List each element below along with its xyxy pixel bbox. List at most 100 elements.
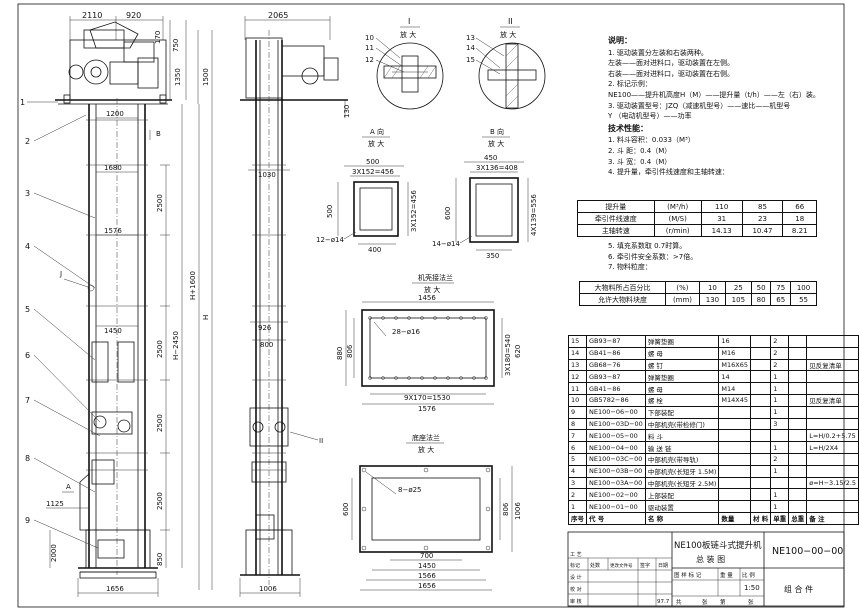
section-a-view: A 向 放 大 500 3X152=456 500 3X152=456 400 …	[316, 127, 418, 254]
section-a-dim-3x152-right: 3X152=456	[410, 190, 418, 232]
detail-i-title: I	[408, 17, 410, 26]
table-cell	[788, 476, 808, 490]
title-role-process: 工 艺	[570, 552, 582, 558]
dim-130: 130	[343, 105, 351, 118]
title-col-marks: 图 样 标 记	[674, 571, 702, 579]
label-9: 9	[25, 516, 30, 525]
section-a-dim-500-left: 500	[326, 205, 334, 218]
section-a-holes: 12−ø14	[316, 236, 345, 244]
table-cell: GB41−86	[586, 346, 646, 360]
table-cell: 3	[568, 476, 587, 490]
base-flange-view: 底座法兰 放 大 8−ø25 600 806 1006 700 1450 156…	[342, 433, 522, 591]
table-cell: 输 送 链	[644, 441, 720, 454]
flange-bottom-scale: 放 大	[418, 445, 434, 454]
table-cell: NE100−04−00	[586, 441, 646, 454]
title-role-review: 审 核	[570, 598, 582, 605]
flange-bottom-dim-806: 806	[502, 502, 510, 516]
dim-2500-4: 2500	[156, 492, 164, 510]
table-cell	[806, 335, 859, 348]
table-cell: NE100−02−00	[586, 488, 646, 502]
table-cell	[788, 441, 808, 454]
table-cell: 中部机壳(长短牙 1.5M)	[644, 464, 720, 478]
note-line: 左装——面对进料口，驱动装置在左侧。	[608, 59, 734, 68]
note-line: 右装——面对进料口，驱动装置在右侧。	[608, 69, 734, 78]
table-cell: 8	[568, 417, 587, 431]
table-cell	[750, 393, 772, 407]
table-header-row: 序号代 号名 称数量材 料单重总重备 注	[568, 511, 859, 525]
table-header-cell: 总重	[788, 511, 808, 525]
title-date: 97.7	[657, 599, 670, 605]
dim-2000: 2000	[50, 544, 58, 562]
detail-ii: II 放 大 13 14 15	[466, 17, 546, 110]
title-col-scale: 比 例	[742, 571, 755, 579]
title-assembly: 组 合 件	[784, 584, 813, 594]
casing-flange-view: 机壳接法兰 放 大 1456 28−ø16 880 806 3X180=540 …	[336, 273, 522, 413]
table-header-cell: 代 号	[586, 511, 646, 525]
table-cell: 见反复清单	[806, 393, 859, 407]
flange-top-dim-880: 880	[336, 347, 344, 360]
table-cell	[788, 464, 808, 478]
tech-line: 7. 物料粒度：	[608, 263, 652, 272]
table-cell	[788, 500, 808, 513]
table-cell: 1	[770, 370, 790, 384]
table-cell	[750, 441, 772, 454]
table-cell	[750, 452, 772, 466]
table-cell: GB68−76	[586, 358, 646, 372]
dim-2500-1: 2500	[156, 194, 164, 212]
table-cell	[718, 452, 752, 466]
table-cell: 15	[568, 335, 587, 348]
notes-block-2: 5. 填充系数取 0.7时算。 6. 牵引件安全系数：>7倍。 7. 物料粒度：	[608, 241, 844, 273]
label-j: J	[59, 270, 62, 278]
flange-top-dim-9x170: 9X170=1530	[404, 394, 450, 402]
table-cell	[750, 417, 772, 431]
title-block: NE100板链斗式提升机 总 装 图 NE100−00−00 组 合 件 1:5…	[567, 531, 845, 607]
table-cell: 中部机壳(带导轨)	[644, 452, 720, 466]
title-sheet-unit1: 张	[702, 598, 708, 606]
table-cell: GB41−86	[586, 382, 646, 395]
table-cell: GB5782−86	[586, 393, 646, 407]
table-cell	[750, 335, 772, 348]
table-cell	[788, 382, 808, 395]
dim-1656: 1656	[106, 585, 124, 593]
table-cell	[806, 452, 859, 466]
label-3: 3	[25, 189, 30, 198]
table-cell	[718, 405, 752, 419]
flange-bottom-dim-1450: 1450	[418, 562, 436, 570]
table-cell: 14	[718, 370, 752, 384]
section-a-dim-400: 400	[368, 246, 381, 254]
tech-line: 2. 斗 距：0.4（M）	[608, 146, 672, 155]
flange-bottom-dim-1566: 1566	[418, 572, 436, 580]
table-cell: 2	[568, 488, 587, 502]
table-cell: 9	[568, 405, 587, 419]
table-cell: 2	[770, 346, 790, 360]
table-cell: 1	[770, 488, 790, 502]
table-cell	[806, 346, 859, 360]
dim-1006-side: 1006	[259, 585, 277, 593]
table-cell: 弹簧垫圈	[644, 335, 720, 348]
table-cell	[750, 488, 772, 502]
flange-top-scale: 放 大	[424, 285, 440, 294]
dim-750: 750	[172, 39, 180, 52]
table-header-cell: 序号	[568, 511, 587, 525]
detail-ii-scale: 放 大	[500, 30, 516, 39]
table-cell: NE100−03C−00	[586, 452, 646, 466]
table-cell	[806, 405, 859, 419]
note-line: 3. 驱动装置型号：JZQ（减速机型号）——速比——机型号	[608, 101, 791, 110]
table-header-cell: 单重	[770, 511, 790, 525]
detail-ii-label-13: 13	[466, 34, 475, 42]
label-b: B	[156, 130, 161, 138]
section-b-dim-350: 350	[486, 252, 499, 260]
table-cell	[788, 452, 808, 466]
dim-2110: 2110	[82, 11, 102, 20]
table-cell: 弹簧垫圈	[644, 370, 720, 384]
dim-2500-3: 2500	[156, 414, 164, 432]
table-cell: NE100−06−00	[586, 405, 646, 419]
table-cell	[806, 370, 859, 384]
table-cell: NE100−05−00	[586, 429, 646, 443]
